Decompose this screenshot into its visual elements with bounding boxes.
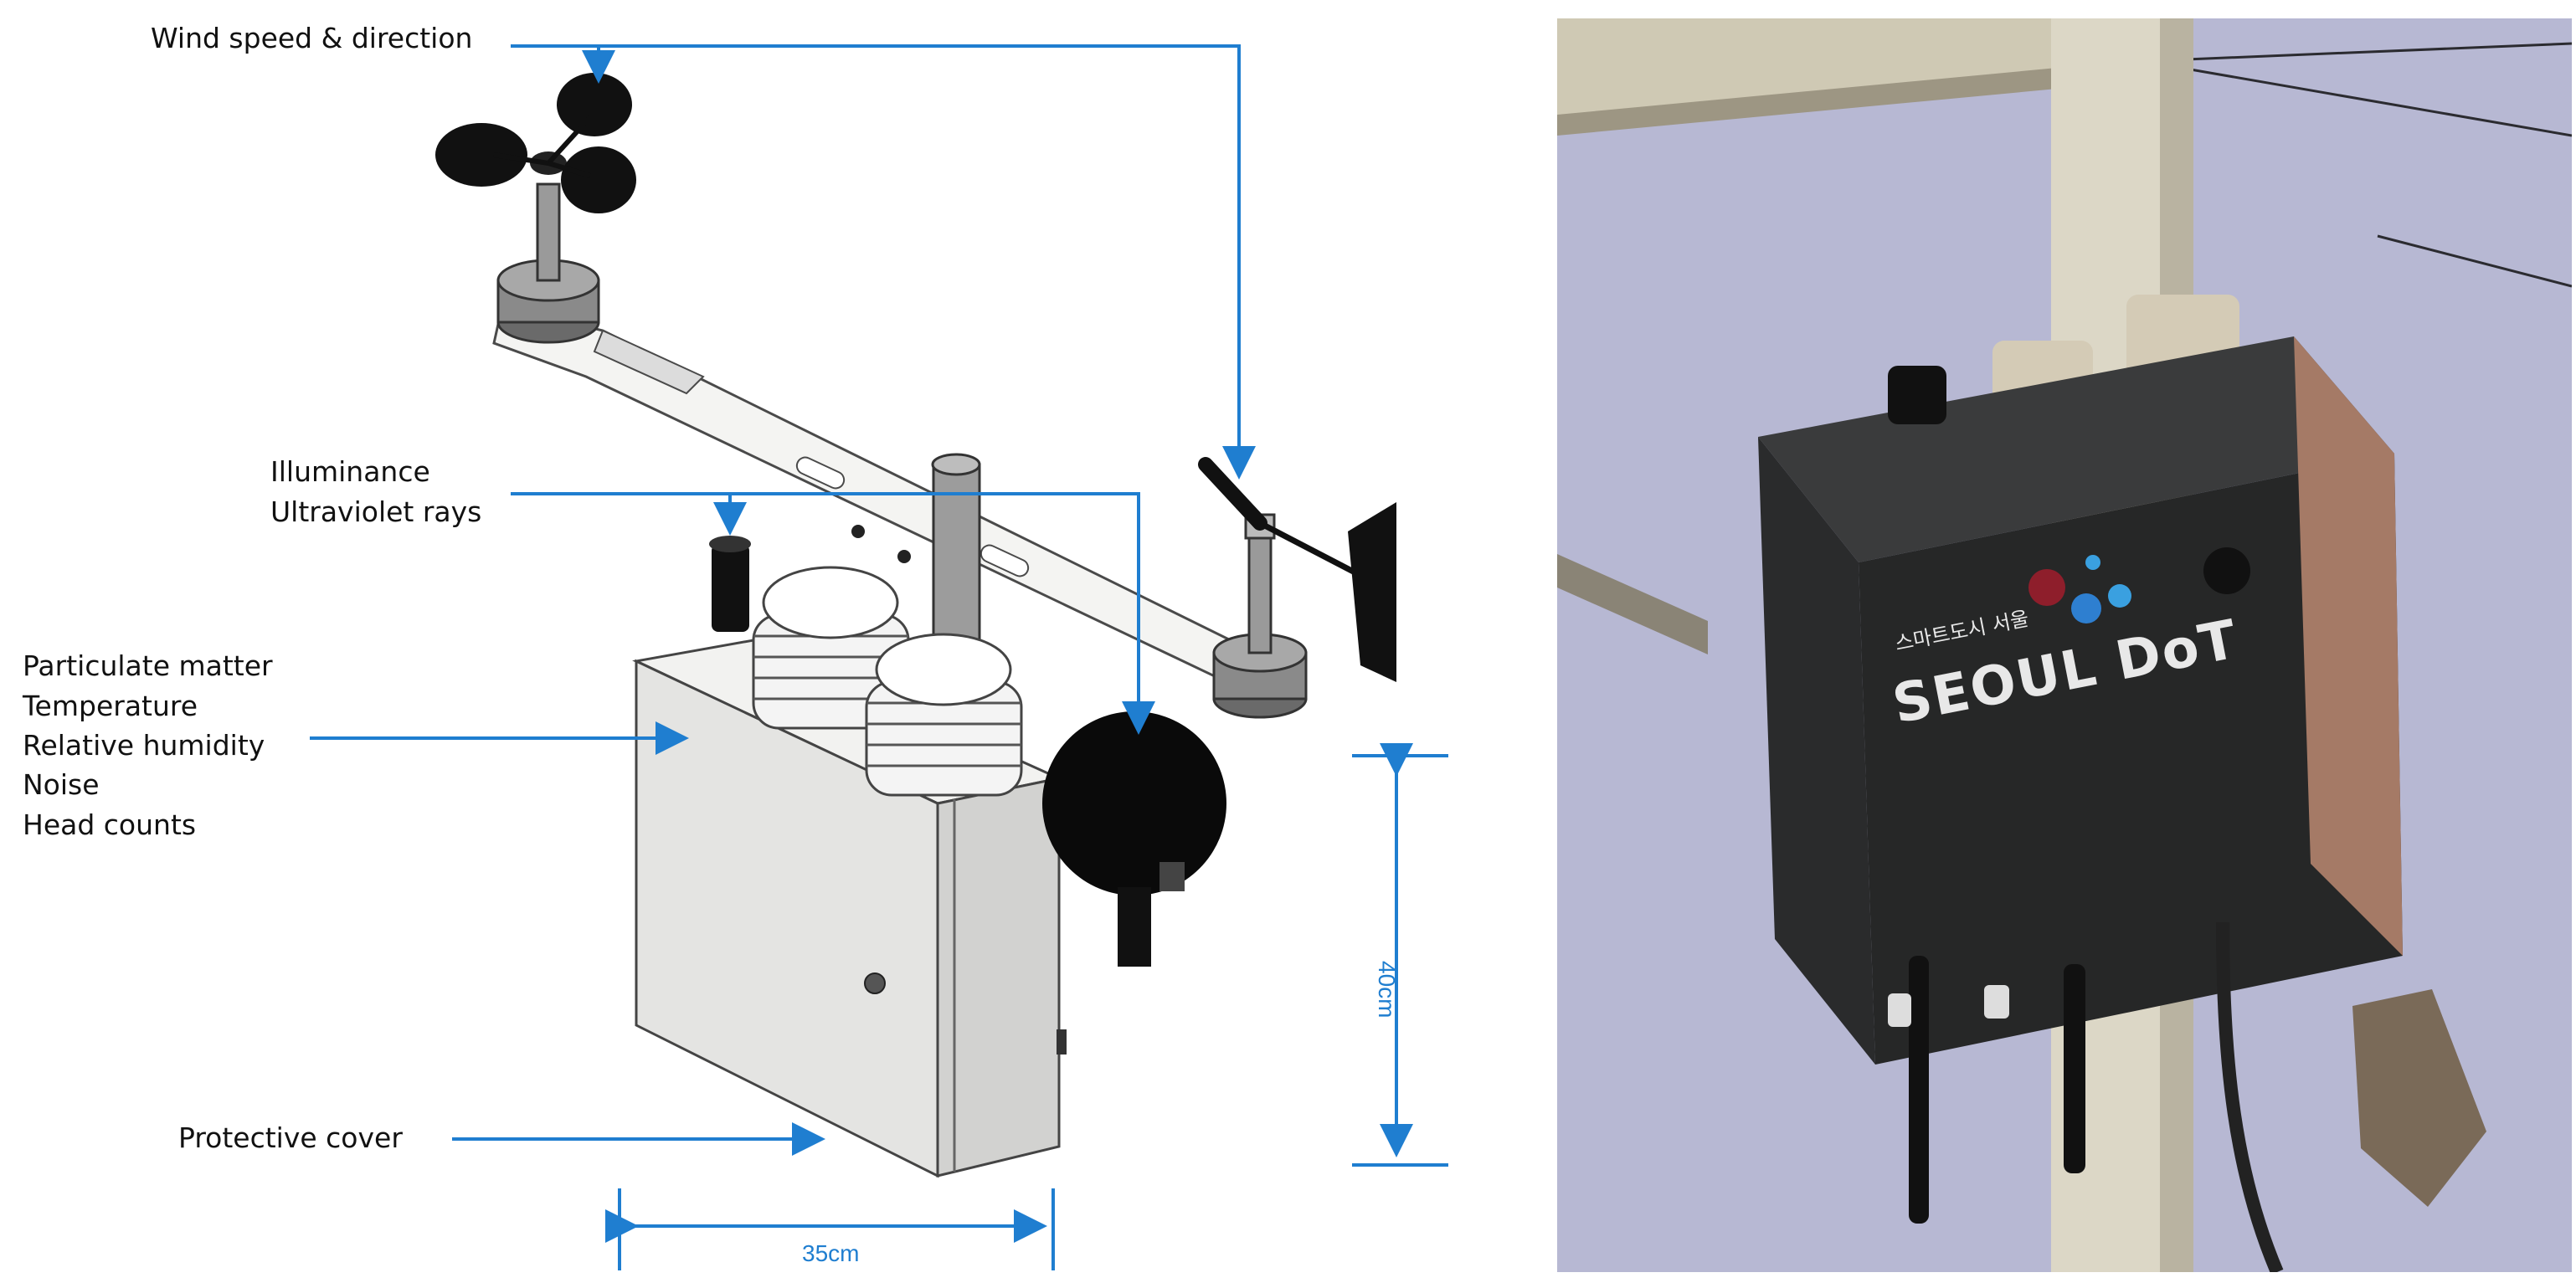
anemometer [435,73,636,344]
illuminance-callout [511,492,1155,735]
dimension-width [605,1188,1055,1270]
installed-device-photo: 스마트도시 서울 SEOUL DoT [1557,18,2572,1272]
label-cover: Protective cover [178,1121,403,1154]
callout-lines [310,44,1256,1156]
radiation-shield-2 [865,633,1023,797]
diagram-drawing [310,44,1448,1270]
label-headcounts: Head counts [23,808,197,841]
sensor-diagram: Wind speed & direction Illuminance Ultra… [23,22,1448,1270]
label-illuminance: Illuminance [270,455,430,488]
wind-vane [1198,457,1396,719]
mounting-post [931,453,981,659]
dimension-width-label: 35cm [802,1240,860,1266]
label-temperature: Temperature [23,690,198,722]
logo-dot-red [2028,569,2065,606]
globe-sensor [1042,711,1226,967]
label-particulate: Particulate matter [23,649,273,682]
label-uv: Ultraviolet rays [270,495,482,528]
label-noise: Noise [23,768,100,801]
photo-drawing [1557,18,2572,1272]
label-humidity: Relative humidity [23,729,265,762]
noise-sensor [709,536,751,632]
dimension-height [1352,743,1448,1167]
label-wind: Wind speed & direction [151,22,473,54]
wind-callout [511,44,1256,480]
dimension-height-label: 40cm [1374,961,1400,1019]
mounting-boom [492,304,1242,680]
